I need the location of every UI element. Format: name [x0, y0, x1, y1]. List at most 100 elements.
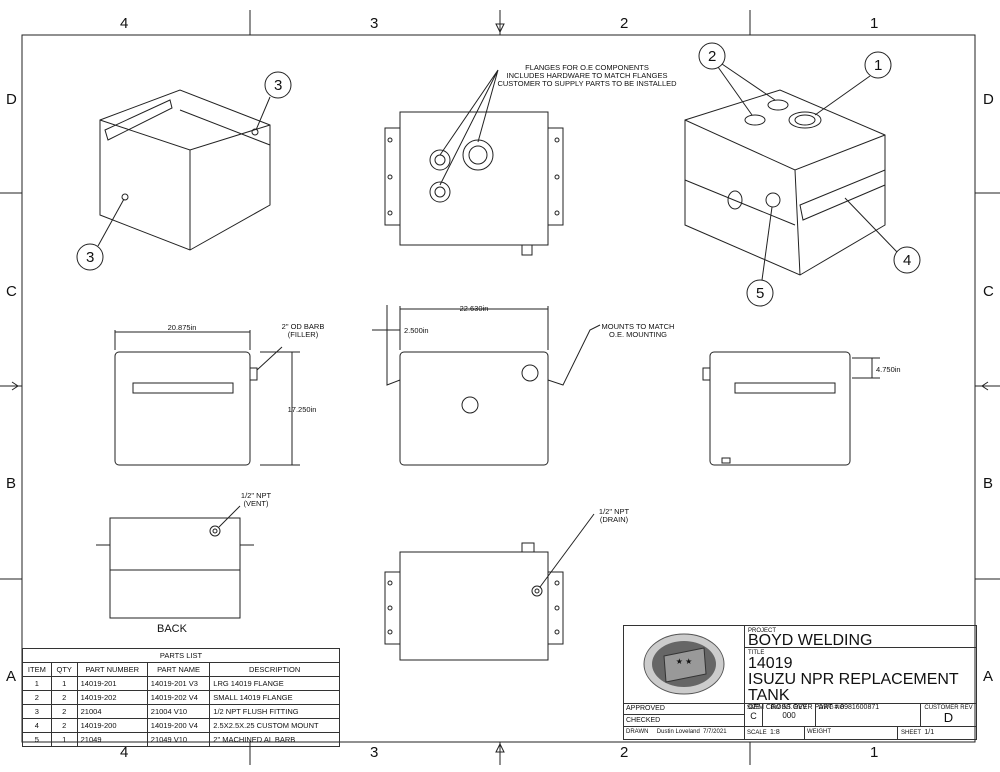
- cell-part-number: 14019-202: [76, 690, 148, 705]
- cell-part-name: 21049 V10: [146, 732, 211, 747]
- cell-part-name: 14019-202 V4: [146, 690, 211, 705]
- col-qty: QTY: [50, 662, 78, 677]
- zone-col-3: 3: [370, 15, 378, 32]
- parts-list-title: PARTS LIST: [22, 648, 340, 663]
- rev-label: BW INT. REV.: [770, 705, 808, 711]
- balloon-2: [698, 42, 726, 70]
- zone-row-a: A: [6, 668, 16, 685]
- height-dimension: 17.250in: [288, 405, 317, 414]
- col-part-name: PART NAME: [146, 662, 211, 677]
- flanges-note-1: FLANGES FOR O.E COMPONENTS: [525, 63, 649, 72]
- isometric-view-bottom: [76, 71, 292, 271]
- checked-field: CHECKED: [624, 715, 745, 727]
- sheet-value: 1/1: [924, 729, 935, 736]
- project-name: BOYD WELDING: [748, 632, 873, 649]
- width-center-dimension: 22.630in: [460, 304, 489, 313]
- dwg-no-label: DWG NO: [816, 704, 921, 727]
- customer-rev-label: CUSTOMER REV: [924, 705, 973, 711]
- col-part-number: PART NUMBER: [76, 662, 148, 677]
- drawn-by: Dustin Loveland: [656, 729, 700, 735]
- balloon-3: [76, 243, 104, 271]
- drain-note-1: 1/2" NPT: [599, 507, 630, 516]
- back-view-label: BACK: [157, 623, 188, 635]
- top-view: [384, 69, 564, 256]
- cell-description: LRG 14019 FLANGE: [209, 676, 340, 691]
- cell-qty: 1: [50, 676, 78, 691]
- zone-col-2-bottom: 2: [620, 744, 628, 761]
- size-label: SIZE: [746, 705, 761, 711]
- sheet-label: SHEET: [901, 730, 922, 736]
- parts-list-table: PARTS LIST ITEM QTY PART NUMBER PART NAM…: [22, 648, 340, 747]
- flanges-note-3: CUSTOMER TO SUPPLY PARTS TO BE INSTALLED: [497, 79, 677, 88]
- zone-row-b-right: B: [983, 475, 993, 492]
- cell-qty: 2: [50, 690, 78, 705]
- oem-cross-over: OEM CROSS OVER PART # 8981600871: [748, 704, 880, 711]
- drawing-border: [21, 34, 976, 743]
- weight-label: WEIGHT: [805, 727, 898, 739]
- cell-part-number: 21049: [76, 732, 148, 747]
- col-item: ITEM: [22, 662, 52, 677]
- zone-ticks: [0, 10, 1000, 765]
- zone-row-d: D: [6, 91, 17, 108]
- scale-label: SCALE: [747, 730, 767, 736]
- cell-description: SMALL 14019 FLANGE: [209, 690, 340, 705]
- company-logo: ★ ★: [624, 626, 745, 704]
- customer-rev-value: D: [943, 710, 954, 725]
- bottom-view: [384, 513, 595, 661]
- cell-part-number: 14019-200: [76, 718, 148, 733]
- balloon-3: [264, 71, 292, 99]
- flanges-note-2: INCLUDES HARDWARE TO MATCH FLANGES: [507, 71, 668, 80]
- mounts-note-1: MOUNTS TO MATCH: [602, 322, 675, 331]
- balloon-4-label: 4: [903, 252, 911, 269]
- cell-item: 4: [22, 718, 52, 733]
- approved-field: APPROVED: [624, 704, 745, 715]
- balloon-4: [893, 246, 921, 274]
- balloon-3-label: 3: [86, 249, 94, 266]
- balloon-3-label: 3: [274, 77, 282, 94]
- cell-part-number: 21004: [76, 704, 148, 719]
- scale-value: 1:8: [770, 729, 780, 736]
- rev-value: 000: [782, 711, 796, 720]
- balloon-5-label: 5: [756, 285, 764, 302]
- vent-note-1: 1/2" NPT: [241, 491, 272, 500]
- drain-note-2: (DRAIN): [600, 515, 629, 524]
- cell-qty: 1: [50, 732, 78, 747]
- barb-note-2: (FILLER): [288, 330, 319, 339]
- cell-qty: 2: [50, 704, 78, 719]
- svg-text:★ ★: ★ ★: [676, 657, 693, 666]
- zone-col-2: 2: [620, 15, 628, 32]
- barb-note-1: 2" OD BARB: [282, 322, 325, 331]
- zone-col-4: 4: [120, 15, 128, 32]
- zone-col-1-bottom: 1: [870, 744, 878, 761]
- cell-part-number: 14019-201: [76, 676, 148, 691]
- isometric-view-top: [684, 42, 921, 307]
- title-number: 14019: [748, 655, 793, 672]
- drawing-title: ISUZU NPR REPLACEMENT TANK: [748, 671, 959, 704]
- cell-item: 5: [22, 732, 52, 747]
- offset-dimension: 2.500in: [404, 326, 429, 335]
- zone-col-4-bottom: 4: [120, 744, 128, 761]
- zone-row-c: C: [6, 283, 17, 300]
- title-block: ★ ★ PROJECT BOYD WELDING TITLE 14019 ISU…: [623, 625, 977, 740]
- drawn-label: DRAWN: [626, 729, 649, 735]
- balloon-1: [864, 51, 892, 79]
- size-value: C: [750, 711, 757, 721]
- zone-col-3-bottom: 3: [370, 744, 378, 761]
- balloon-5: [746, 279, 774, 307]
- project-label: PROJECT: [748, 628, 777, 634]
- zone-col-1: 1: [870, 15, 878, 32]
- col-description: DESCRIPTION: [209, 662, 340, 677]
- zone-row-d-right: D: [983, 91, 994, 108]
- cell-part-name: 21004 V10: [146, 704, 211, 719]
- balloon-1-label: 1: [874, 57, 882, 74]
- side-view-right: [702, 351, 880, 466]
- cell-description: 2" MACHINED AL BARB: [209, 732, 340, 747]
- drawn-date: 7/7/2021: [703, 729, 727, 735]
- side-view-left: [114, 330, 300, 466]
- cell-part-name: 14019-200 V4: [146, 718, 211, 733]
